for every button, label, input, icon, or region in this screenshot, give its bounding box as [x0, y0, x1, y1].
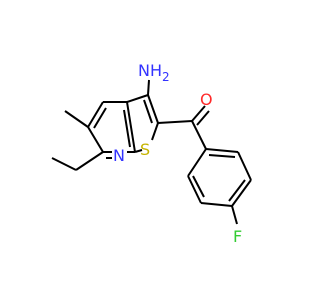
bond-c2-s [151, 122, 159, 141]
bond-c2-carbonyl [157, 120, 193, 124]
ring-nitrogen-label: N [113, 146, 125, 165]
amino-group-label: NH2 [138, 61, 170, 84]
bond-ph3-ph4-inner [228, 179, 246, 202]
bond-ph3-ph4 [231, 179, 252, 207]
bond-c5-methyl [64, 110, 89, 128]
bond-carbonyl-o-inner [196, 110, 210, 126]
bond-c7a-c4a-inner [123, 109, 131, 148]
bond-s-c7a [134, 149, 143, 153]
bond-ph5-ph6 [187, 175, 202, 204]
bond-ph2-ph3 [237, 151, 252, 181]
bond-c6-ethyl-a [75, 151, 104, 171]
bond-ph6-ph1 [187, 148, 207, 177]
bond-ph5-ph6-inner [192, 175, 205, 198]
bond-carbonyl-aryl [191, 120, 207, 150]
oxygen-label: O [200, 90, 213, 109]
bond-c4-c5 [87, 101, 104, 128]
bond-c4-c5-inner [93, 107, 107, 129]
bond-ph4-ph5 [200, 202, 233, 207]
bond-carbonyl-o [191, 105, 206, 122]
amino-nh-text: NH [138, 61, 162, 80]
bond-ph4-f [231, 205, 238, 225]
amino-subscript-text: 2 [162, 70, 170, 84]
bond-lines [51, 79, 252, 225]
bond-c7a-c4a [126, 101, 136, 153]
bond-ph1-ph2 [205, 148, 239, 153]
atom-labels: NH2 O N S F [113, 61, 242, 246]
bond-c3-c2 [147, 94, 159, 124]
bond-ph1-ph2-inner [208, 154, 236, 158]
bond-c3-nh2 [147, 79, 150, 96]
bond-c3-c2-inner [143, 99, 153, 124]
molecule-structure-diagram: NH2 O N S F [51, 61, 252, 246]
bond-c4a-c3 [126, 94, 149, 103]
sulfur-label: S [140, 140, 150, 159]
bond-ethyl-b [51, 157, 77, 171]
fluorine-label: F [233, 227, 242, 246]
bond-c5-c6 [87, 126, 104, 153]
